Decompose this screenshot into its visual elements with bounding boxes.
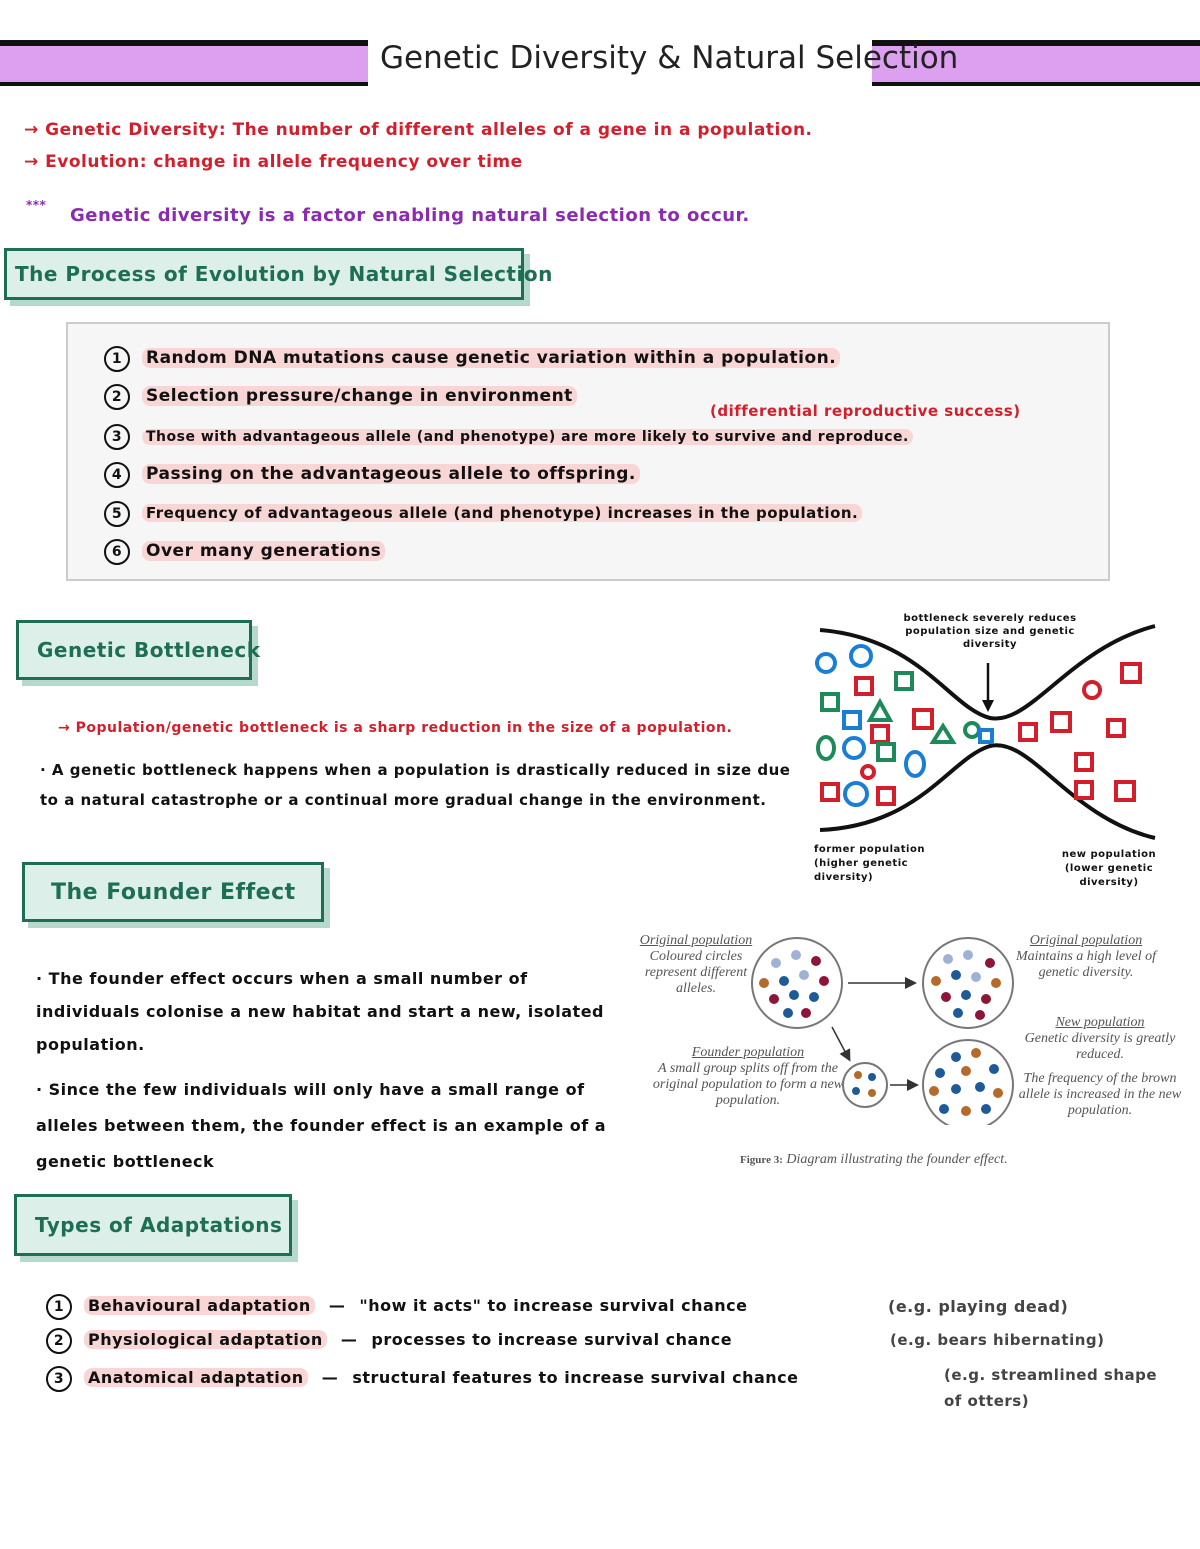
bottleneck-top-curve	[819, 624, 1156, 721]
founder-alleles	[852, 1071, 876, 1097]
step-number: 5	[104, 501, 130, 527]
founder-bullet-1: · The founder effect occurs when a small…	[36, 969, 605, 1054]
fig-new-title: New population	[1055, 1015, 1145, 1030]
title-bar-left	[0, 40, 368, 86]
diversity-note: Genetic diversity is a factor enabling n…	[70, 205, 750, 226]
differential-annotation: (differential reproductive success)	[710, 402, 1021, 420]
adaptations-heading-box: Types of Adaptations	[14, 1194, 292, 1256]
fig-orig-right: Original population Maintains a high lev…	[1016, 933, 1156, 981]
fig-new-text-2: The frequency of the brown allele is inc…	[1018, 1071, 1182, 1118]
step-number: 2	[104, 384, 130, 410]
evolution-def: → Evolution: change in allele frequency …	[24, 152, 523, 172]
adaptation-row-3: 3 Anatomical adaptation — structural feat…	[46, 1366, 798, 1392]
new-alleles	[929, 1048, 1003, 1116]
fig-orig-left: Original population Coloured circles rep…	[626, 933, 766, 997]
new-pop-circle	[922, 1039, 1014, 1125]
adaptation-dash: —	[321, 1368, 339, 1387]
fig-new: New population Genetic diversity is grea…	[1014, 1015, 1186, 1119]
step-3: 3 Those with advantageous allele (and phe…	[104, 424, 913, 450]
adaptation-row-2: 2 Physiological adaptation — processes to…	[46, 1328, 732, 1354]
process-heading: The Process of Evolution by Natural Sele…	[15, 262, 553, 286]
title-bar-right	[872, 40, 1200, 86]
step-text: Random DNA mutations cause genetic varia…	[142, 348, 841, 368]
adaptation-name: Physiological adaptation	[84, 1330, 327, 1349]
orig-alleles-right	[931, 950, 1001, 1020]
bottleneck-heading-box: Genetic Bottleneck	[16, 620, 260, 680]
adaptation-row-1: 1 Behavioural adaptation — "how it acts" …	[46, 1294, 747, 1320]
fig-caption-label: Figure 3:	[740, 1154, 783, 1166]
founder-heading: The Founder Effect	[51, 880, 296, 905]
adaptation-desc: processes to increase survival chance	[371, 1330, 733, 1349]
adaptations-heading: Types of Adaptations	[35, 1213, 283, 1237]
page-title: Genetic Diversity & Natural Selection	[380, 40, 959, 76]
arrow-split	[831, 1026, 851, 1062]
fig-orig-right-title: Original population	[1029, 933, 1143, 948]
adaptation-desc: structural features to increase survival…	[352, 1368, 799, 1387]
step-4: 4 Passing on the advantageous allele to o…	[104, 462, 640, 488]
left-alleles	[815, 644, 994, 807]
bottleneck-def: → Population/genetic bottleneck is a sha…	[58, 720, 733, 736]
step-number: 6	[104, 539, 130, 565]
note-mark: ***	[26, 198, 47, 212]
adaptation-eg-1: (e.g. playing dead)	[888, 1297, 1069, 1316]
bottleneck-right-label: new population (lower genetic diversity)	[1061, 849, 1157, 888]
step-text: Over many generations	[142, 541, 386, 561]
step-text: Frequency of advantageous allele (and ph…	[142, 504, 863, 522]
step-number: 1	[104, 346, 130, 372]
adaptation-dash: —	[340, 1330, 358, 1349]
step-number: 4	[104, 462, 130, 488]
adaptation-desc: "how it acts" to increase survival chanc…	[359, 1296, 748, 1315]
step-text: Selection pressure/change in environment	[142, 386, 577, 406]
fig-caption-text: Diagram illustrating the founder effect.	[786, 1152, 1008, 1167]
fig-orig-right-text: Maintains a high level of genetic divers…	[1016, 949, 1156, 980]
adaptation-name: Behavioural adaptation	[84, 1296, 315, 1315]
founder-diagram	[751, 937, 1014, 1125]
adaptation-eg-3: (e.g. streamlined shape of otters)	[944, 1366, 1158, 1410]
bottleneck-bullet: · A genetic bottleneck happens when a po…	[40, 761, 791, 809]
founder-heading-box: The Founder Effect	[22, 862, 324, 922]
fig-orig-left-title: Original population	[639, 933, 753, 948]
step-1: 1 Random DNA mutations cause genetic vari…	[104, 346, 841, 372]
adaptation-name: Anatomical adaptation	[84, 1368, 308, 1387]
right-alleles	[1018, 662, 1142, 802]
fig-orig-left-text: Coloured circles represent different all…	[644, 949, 748, 996]
fig-caption: Figure 3: Diagram illustrating the found…	[740, 1152, 1100, 1168]
adaptation-eg-2: (e.g. bears hibernating)	[890, 1331, 1105, 1349]
orig-alleles-left	[759, 950, 829, 1018]
adaptation-number: 1	[46, 1294, 72, 1320]
process-heading-box: The Process of Evolution by Natural Sele…	[4, 248, 552, 300]
adaptation-dash: —	[328, 1296, 346, 1315]
bottleneck-left-label: former population (higher genetic divers…	[814, 844, 925, 883]
step-text: Those with advantageous allele (and phen…	[142, 429, 913, 445]
bottleneck-bottom-curve	[819, 743, 1156, 840]
founder-pop-circle	[842, 1062, 888, 1108]
genetic-diversity-def: → Genetic Diversity: The number of diffe…	[24, 120, 813, 140]
founder-bullet-2: · Since the few individuals will only ha…	[36, 1080, 607, 1171]
adaptation-number: 2	[46, 1328, 72, 1354]
bottleneck-top-label: bottleneck severely reduces population s…	[903, 613, 1077, 650]
bottleneck-diagram	[815, 624, 1156, 840]
step-5: 5 Frequency of advantageous allele (and p…	[104, 501, 863, 527]
fig-founder-text: A small group splits off from the origin…	[652, 1061, 844, 1108]
fig-founder: Founder population A small group splits …	[650, 1045, 846, 1109]
step-text: Passing on the advantageous allele to of…	[142, 464, 640, 484]
fig-founder-title: Founder population	[691, 1045, 805, 1060]
step-6: 6 Over many generations	[104, 539, 386, 565]
adaptation-number: 3	[46, 1366, 72, 1392]
arrow-head	[982, 700, 994, 712]
step-2: 2 Selection pressure/change in environmen…	[104, 384, 577, 410]
step-number: 3	[104, 424, 130, 450]
fig-new-text-1: Genetic diversity is greatly reduced.	[1024, 1031, 1176, 1062]
bottleneck-heading: Genetic Bottleneck	[37, 638, 261, 662]
